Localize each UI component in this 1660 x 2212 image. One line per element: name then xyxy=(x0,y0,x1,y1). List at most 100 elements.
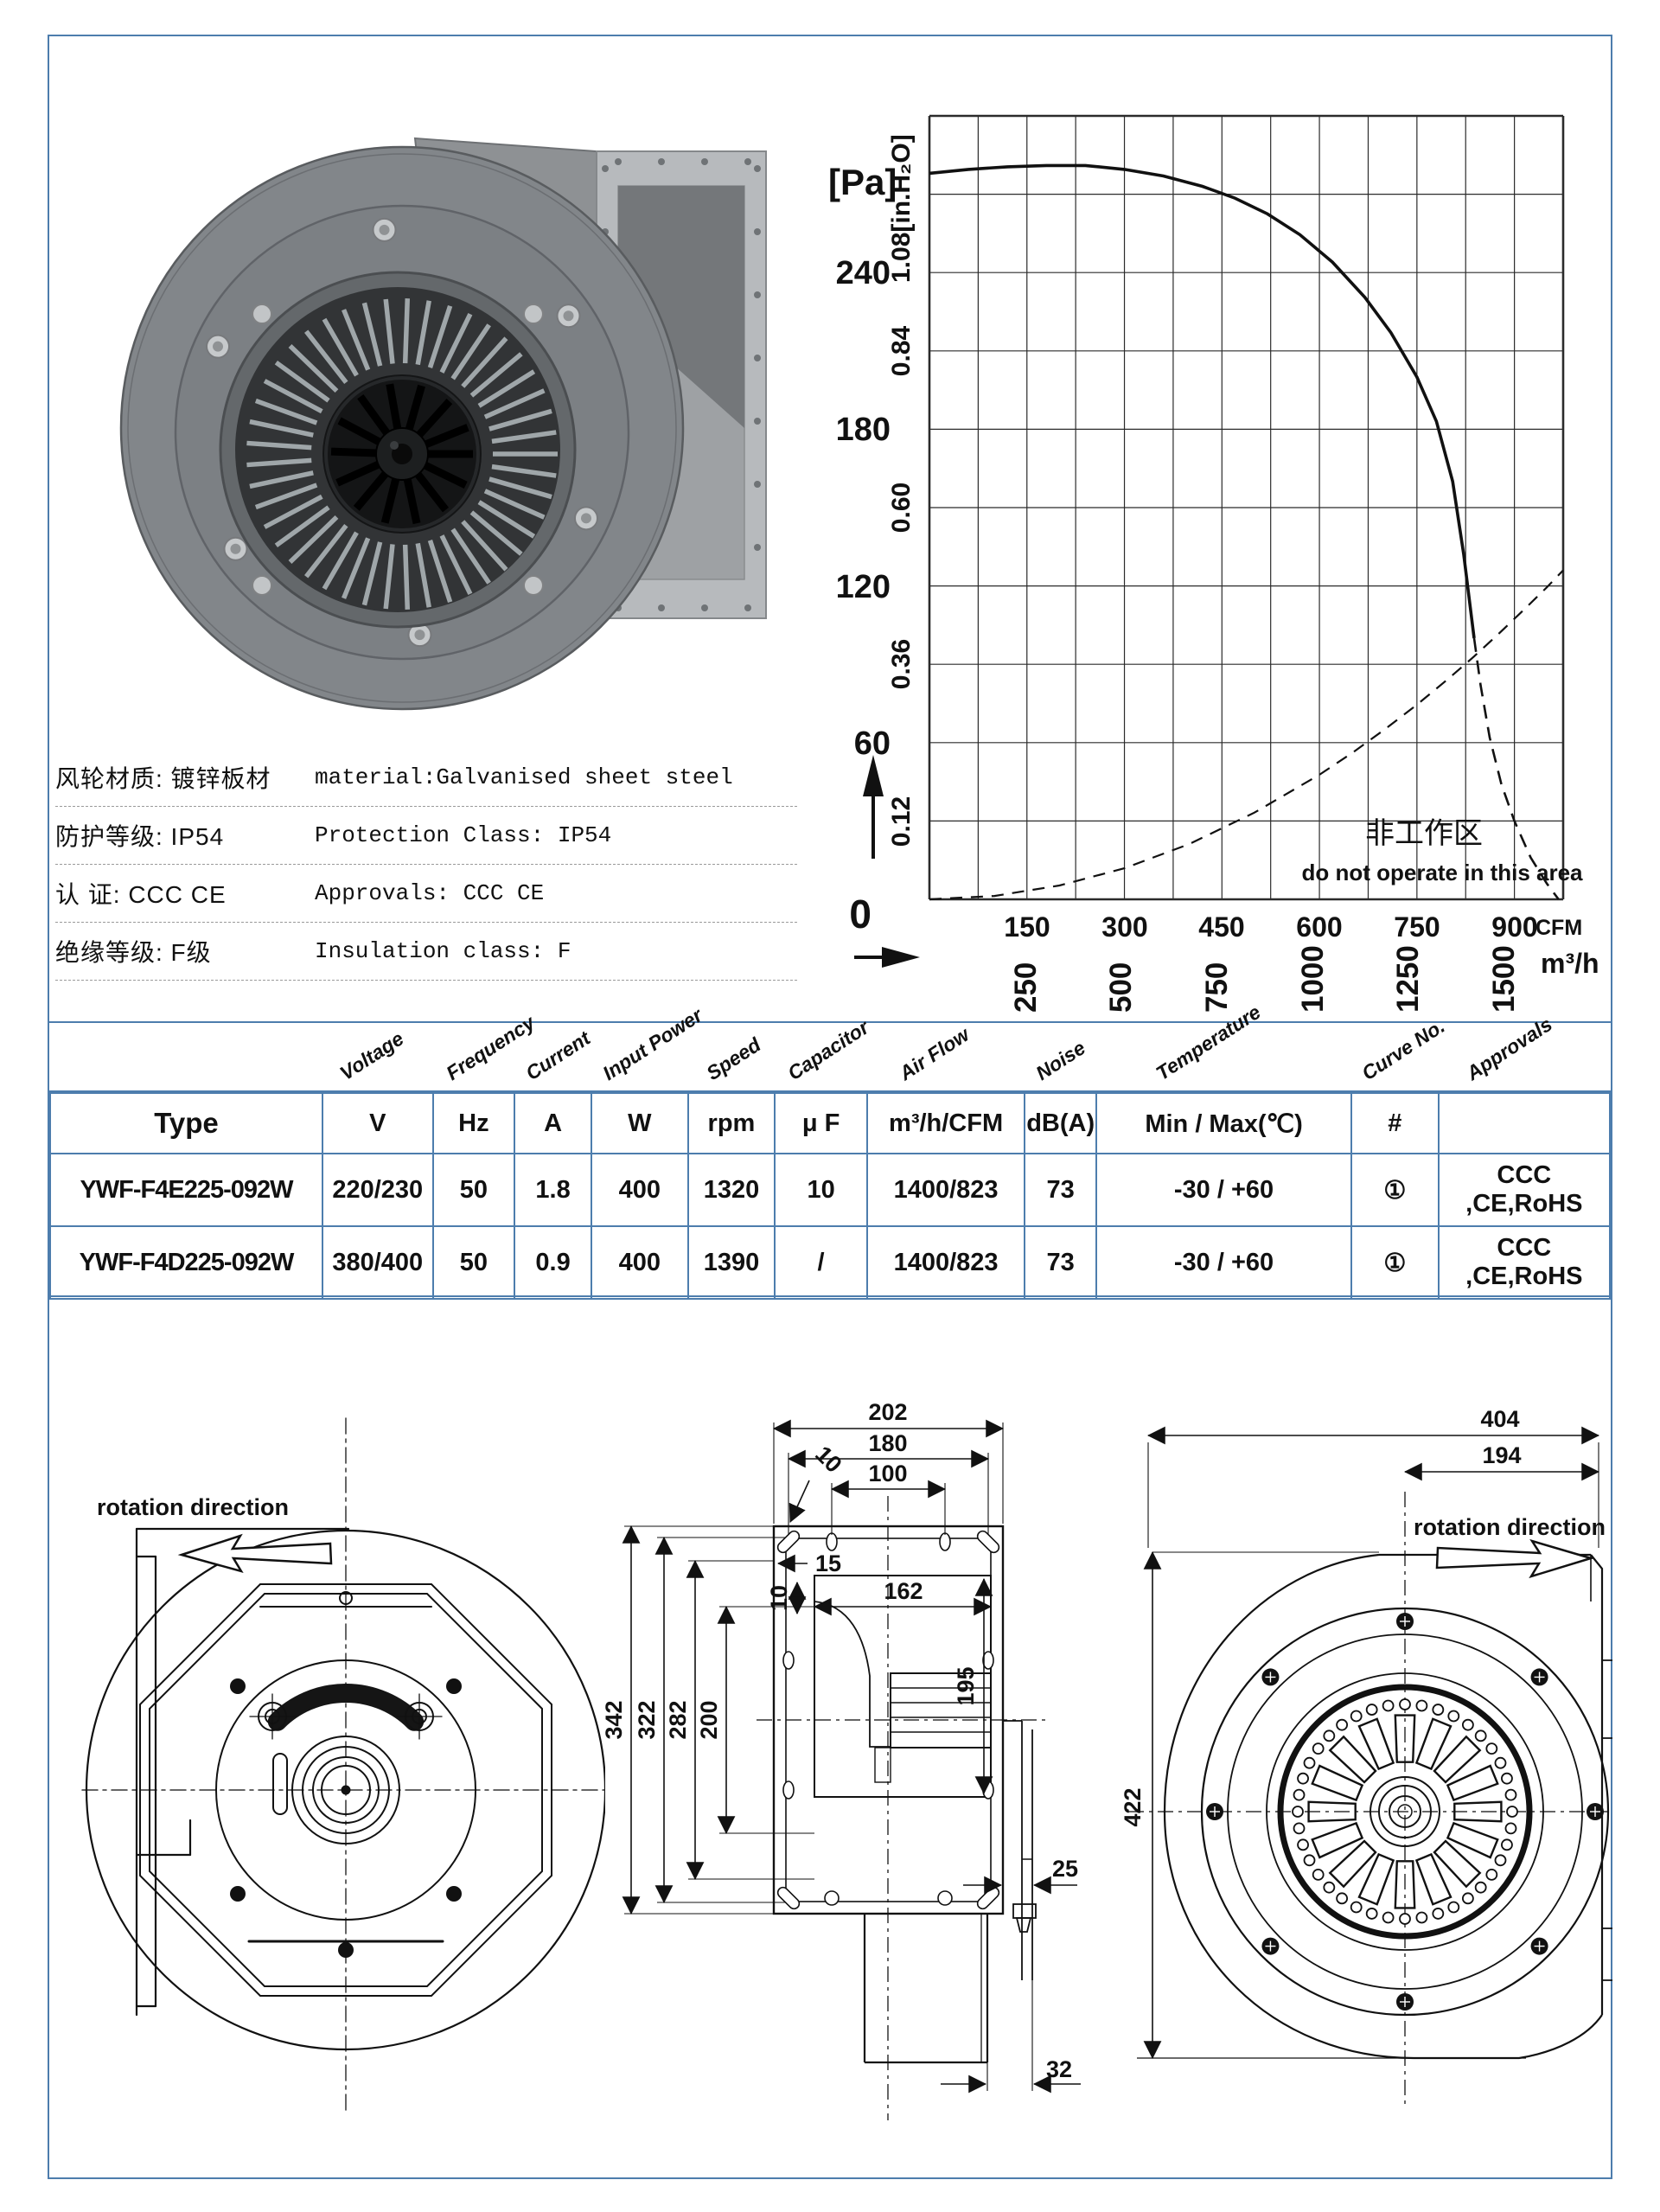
unit-curve: # xyxy=(1350,1092,1440,1154)
inh2o-tick-060: 0.60 xyxy=(887,483,916,533)
dim-32: 32 xyxy=(1046,2056,1072,2082)
inlet-and-impeller xyxy=(219,271,577,629)
header-air-flow: Air Flow xyxy=(895,1022,974,1085)
cfm-tick-300: 300 xyxy=(1101,911,1147,943)
unit-v: V xyxy=(321,1092,434,1154)
header-speed: Speed xyxy=(702,1032,765,1085)
header-capacitor: Capacitor xyxy=(783,1015,873,1085)
stator-hole-ring xyxy=(1292,1698,1518,1925)
row1-curve-no: ① xyxy=(1350,1153,1440,1227)
row1-airflow: 1400/823 xyxy=(865,1153,1026,1227)
cfm-unit-label: CFM xyxy=(1536,916,1582,940)
dim-200: 200 xyxy=(696,1700,722,1739)
spec-row-protection: 防护等级: IP54 Protection Class: IP54 xyxy=(55,807,797,865)
spec-material-en: material:Galvanised sheet steel xyxy=(315,764,733,790)
unit-uf: μ F xyxy=(774,1092,868,1154)
volute-outline xyxy=(1137,1553,1612,2060)
row2-temp: -30 / +60 xyxy=(1095,1225,1353,1300)
unit-approvals-empty xyxy=(1437,1092,1612,1154)
dim-282: 282 xyxy=(665,1700,691,1739)
inh2o-tick-084: 0.84 xyxy=(887,325,916,376)
unit-rpm: rpm xyxy=(686,1092,776,1154)
row2-type: YWF-F4D225-092W xyxy=(49,1225,323,1300)
dim-322: 322 xyxy=(634,1700,660,1739)
dim-404: 404 xyxy=(1480,1406,1519,1432)
m3h-tick-1000: 1000 xyxy=(1296,945,1330,1013)
drawing-side-view: 202 180 100 10 15 10 162 195 342 322 282… xyxy=(601,1399,1081,2120)
m3h-tick-500: 500 xyxy=(1104,962,1138,1013)
pa-tick-180: 180 xyxy=(836,412,891,448)
table-unit-row: Type V Hz A W rpm μ F m³/h/CFM dB(A) Min… xyxy=(49,1092,1612,1154)
header-current: Current xyxy=(521,1026,595,1085)
dim-342: 342 xyxy=(601,1700,627,1739)
pa-tick-0: 0 xyxy=(849,892,872,937)
no-operate-zone-zh: 非工作区 xyxy=(1365,817,1483,850)
m3h-tick-1250: 1250 xyxy=(1391,945,1425,1013)
dimension-labels: 202 180 100 10 15 10 162 195 342 322 282… xyxy=(601,1399,1078,2082)
dim-100: 100 xyxy=(868,1461,907,1486)
no-operate-zone-en: do not operate in this area xyxy=(1301,860,1583,885)
extension-lines xyxy=(624,1422,1033,2091)
volute-rotation-label: rotation direction xyxy=(1414,1514,1606,1540)
dim-194: 194 xyxy=(1482,1442,1521,1468)
dim-422: 422 xyxy=(1120,1787,1146,1826)
dimension-lines xyxy=(1143,1426,1600,2060)
front-rotation-label: rotation direction xyxy=(97,1494,289,1520)
row2-current: 0.9 xyxy=(514,1225,592,1300)
spec-insulation-zh: 绝缘等级: F级 xyxy=(55,939,212,966)
unit-a: A xyxy=(514,1092,592,1154)
header-noise: Noise xyxy=(1031,1036,1089,1085)
table-row: YWF-F4D225-092W 380/400 50 0.9 400 1390 … xyxy=(49,1225,1612,1300)
row2-noise: 73 xyxy=(1024,1225,1098,1300)
performance-chart: [Pa] 1.08[in.H₂O] 240 180 120 60 0 0.84 … xyxy=(828,114,1599,1013)
dim-195: 195 xyxy=(953,1666,979,1705)
row2-curve-no: ① xyxy=(1350,1225,1440,1300)
m3h-tick-750: 750 xyxy=(1200,962,1234,1013)
dim-15: 15 xyxy=(815,1550,841,1576)
row2-capacitor: / xyxy=(774,1225,868,1300)
fan-curve-dashed xyxy=(1472,637,1560,900)
cfm-tick-150: 150 xyxy=(1004,911,1050,943)
row2-voltage: 380/400 xyxy=(321,1225,434,1300)
impeller-blades xyxy=(246,298,558,610)
rotation-arrow-right-icon xyxy=(1435,1538,1595,1579)
dimension-lines xyxy=(622,1419,1081,2094)
motor-hub xyxy=(215,1659,476,1943)
spec-material-zh: 风轮材质: 镀锌板材 xyxy=(55,765,271,792)
row1-power: 400 xyxy=(590,1153,689,1227)
flange-outline xyxy=(772,1525,1037,2064)
cfm-tick-750: 750 xyxy=(1394,911,1440,943)
dim-10-offset: 10 xyxy=(766,1585,792,1611)
row2-approvals: CCC ,CE,RoHS xyxy=(1437,1225,1612,1300)
housing-outline xyxy=(85,1527,605,2051)
unit-airflow: m³/h/CFM xyxy=(865,1092,1026,1154)
motor-hub-spokes xyxy=(330,383,473,525)
spec-insulation-en: Insulation class: F xyxy=(315,938,571,964)
cfm-tick-450: 450 xyxy=(1198,911,1244,943)
row1-noise: 73 xyxy=(1024,1153,1098,1227)
centerlines xyxy=(757,1496,1046,2120)
pa-tick-120: 120 xyxy=(836,569,891,605)
dim-25: 25 xyxy=(1052,1856,1078,1882)
drawing-front-view: rotation direction xyxy=(81,1417,605,2115)
spec-protection-en: Protection Class: IP54 xyxy=(315,822,612,848)
stator-petals xyxy=(1307,1714,1503,1909)
header-curve-no: Curve No. xyxy=(1357,1014,1449,1085)
drawing-volute-view: rotation direction 404 194 422 xyxy=(1120,1406,1612,2106)
row1-type: YWF-F4E225-092W xyxy=(49,1153,323,1227)
spec-row-insulation: 绝缘等级: F级 Insulation class: F xyxy=(55,923,797,981)
header-approvals: Approvals xyxy=(1462,1013,1556,1085)
fan-curve-solid xyxy=(929,163,1476,639)
y-axis-arrow-icon xyxy=(863,755,884,859)
octagon-bolts xyxy=(230,1678,462,1958)
spec-row-material: 风轮材质: 镀锌板材 material:Galvanised sheet ste… xyxy=(55,749,797,807)
row2-power: 400 xyxy=(590,1225,689,1300)
inh2o-tick-036: 0.36 xyxy=(887,639,916,689)
mounting-octagon xyxy=(139,1583,552,1997)
product-photo xyxy=(119,137,767,711)
m3h-tick-1500: 1500 xyxy=(1487,945,1521,1013)
extension-lines xyxy=(1147,1442,1599,1553)
dim-10-slot: 10 xyxy=(810,1441,846,1477)
x-axis-arrow-icon xyxy=(854,947,920,968)
spec-approvals-zh: 认 证: CCC CE xyxy=(55,881,227,908)
